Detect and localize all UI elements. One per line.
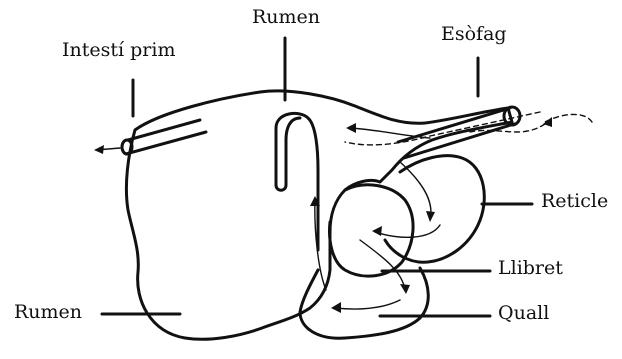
label-llibret: Llibret [498,259,563,278]
flow-esophagus-in [545,114,592,122]
arrowhead-rumen-top [346,123,356,133]
small-intestine-opening [122,140,132,154]
arrowhead-quall [400,284,410,294]
flow-rumen-top [350,128,430,138]
rumen-pillar [276,113,318,250]
label-rumen-bottom: Rumen [14,303,82,322]
llibret-outline [330,185,414,276]
small-intestine-tube [126,120,206,154]
arrowhead-llibret [372,226,382,236]
arrowhead-quall-left [331,302,341,313]
flow-quall [335,300,400,309]
label-esofag: Esòfag [441,25,507,44]
label-reticle: Reticle [541,192,608,211]
arrowhead-intestine [94,145,104,154]
label-intesti-prim: Intestí prim [62,41,175,60]
flow-reticle-to-llibret [375,225,440,237]
arrowhead-reticle [426,211,435,222]
label-rumen-top: Rumen [252,8,320,27]
label-quall: Quall [498,304,549,323]
arrowhead-esophagus-in [543,117,552,127]
quall-outline [300,268,428,338]
reticle-outline [385,156,484,263]
